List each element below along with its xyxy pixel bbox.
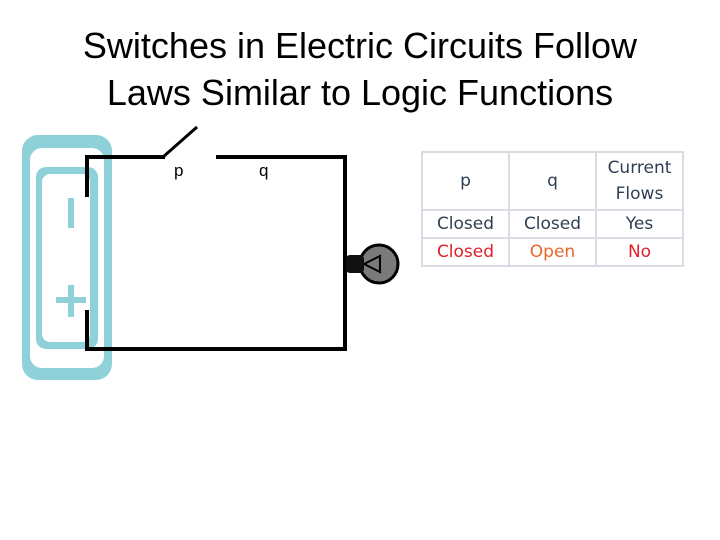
battery-plus-icon-horizontal [56, 297, 86, 303]
header-cell-q: q [508, 151, 597, 211]
table-row: Closed Closed Yes [421, 209, 684, 239]
table-cell: Yes [595, 209, 684, 239]
title-line-1: Switches in Electric Circuits Follow [82, 25, 638, 66]
header-cell-current-flows: Current Flows [595, 151, 684, 211]
table-cell: Open [508, 237, 597, 267]
truth-table: p q Current Flows Closed Closed Yes Clos… [421, 151, 684, 267]
table-cell: No [595, 237, 684, 267]
bulb-filament [363, 254, 381, 274]
switch-p-lever[interactable] [162, 125, 198, 159]
switch-p-label: p [174, 161, 184, 180]
circuit-wires [85, 155, 347, 351]
title-line-2: Laws Similar to Logic Functions [106, 72, 614, 113]
switch-q-label: q [259, 161, 269, 180]
table-cell: Closed [508, 209, 597, 239]
slide-title: Switches in Electric Circuits Follow Law… [0, 22, 720, 116]
wire-battery-to-switch-p [85, 155, 165, 197]
table-row: Closed Open No [421, 237, 684, 267]
battery-minus-icon [68, 198, 74, 228]
header-cell-p: p [421, 151, 510, 211]
bulb-base [346, 255, 364, 273]
light-bulb-icon [346, 243, 400, 285]
table-cell: Closed [421, 237, 510, 267]
truth-table-header-row: p q Current Flows [421, 151, 684, 211]
battery [22, 135, 112, 380]
battery-cell-face [42, 174, 90, 342]
table-cell: Closed [421, 209, 510, 239]
wire-loop [85, 155, 347, 351]
